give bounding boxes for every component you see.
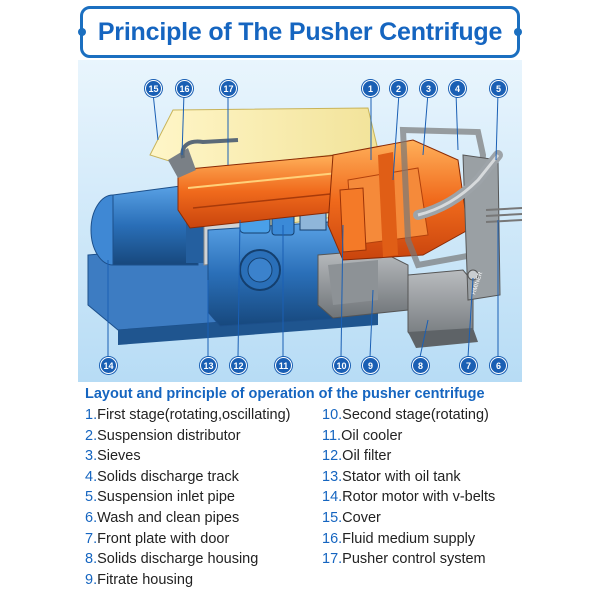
legend-item: 17.Pusher control system bbox=[322, 551, 486, 568]
legend-item: 10.Second stage(rotating) bbox=[322, 407, 489, 423]
page-title: Principle of The Pusher Centrifuge bbox=[97, 17, 503, 46]
legend-item: 5.Suspension inlet pipe bbox=[85, 489, 235, 506]
callout-1: 1 bbox=[362, 80, 379, 97]
callout-3: 3 bbox=[420, 80, 437, 97]
legend-column-right: 10.Second stage(rotating) 11.Oil cooler … bbox=[322, 405, 495, 590]
legend-item: 8.Solids discharge housing bbox=[85, 551, 259, 568]
legend-item: 9.Fitrate housing bbox=[85, 571, 194, 588]
legend-item: 15.Cover bbox=[322, 509, 381, 526]
legend-item: 13.Stator with oil tank bbox=[322, 468, 461, 485]
callout-7: 7 bbox=[460, 357, 477, 374]
callout-16: 16 bbox=[176, 80, 193, 97]
wash-pipes bbox=[485, 207, 522, 223]
callout-13: 13 bbox=[200, 357, 217, 374]
callout-5: 5 bbox=[490, 80, 507, 97]
legend-item: 12.Oil filter bbox=[322, 448, 392, 465]
legend-item: 14.Rotor motor with v-belts bbox=[322, 489, 496, 506]
callout-8: 8 bbox=[412, 357, 429, 374]
legend-item: 16.Fluid medium supply bbox=[322, 530, 476, 547]
callout-10: 10 bbox=[333, 357, 350, 374]
callout-12: 12 bbox=[230, 357, 247, 374]
callout-9: 9 bbox=[362, 357, 379, 374]
fluid-supply-pipe bbox=[180, 138, 239, 159]
leader-lines bbox=[107, 92, 499, 358]
legend-item: 11.Oil cooler bbox=[322, 427, 403, 444]
callout-6: 6 bbox=[490, 357, 507, 374]
legend-item: 2.Suspension distributor bbox=[85, 427, 241, 444]
legend: Layout and principle of operation of the… bbox=[85, 386, 525, 590]
callout-4: 4 bbox=[449, 80, 466, 97]
second-stage bbox=[339, 187, 367, 253]
legend-title: Layout and principle of operation of the… bbox=[85, 386, 485, 402]
title-banner: Principle of The Pusher Centrifuge bbox=[78, 6, 522, 58]
legend-item: 4.Solids discharge track bbox=[85, 468, 239, 485]
legend-item: 1.First stage(rotating,oscillating) bbox=[85, 407, 291, 423]
legend-item: 3.Sieves bbox=[85, 448, 141, 465]
legend-item: 7.Front plate with door bbox=[85, 530, 230, 547]
callout-2: 2 bbox=[390, 80, 407, 97]
legend-item: 6.Wash and clean pipes bbox=[85, 509, 240, 526]
callout-11: 11 bbox=[275, 357, 292, 374]
legend-column-left: 1.First stage(rotating,oscillating) 2.Su… bbox=[85, 405, 322, 590]
callout-17: 17 bbox=[220, 80, 237, 97]
callout-15: 15 bbox=[145, 80, 162, 97]
callout-14: 14 bbox=[100, 357, 117, 374]
centrifuge-diagram: HMINER bbox=[78, 60, 522, 382]
